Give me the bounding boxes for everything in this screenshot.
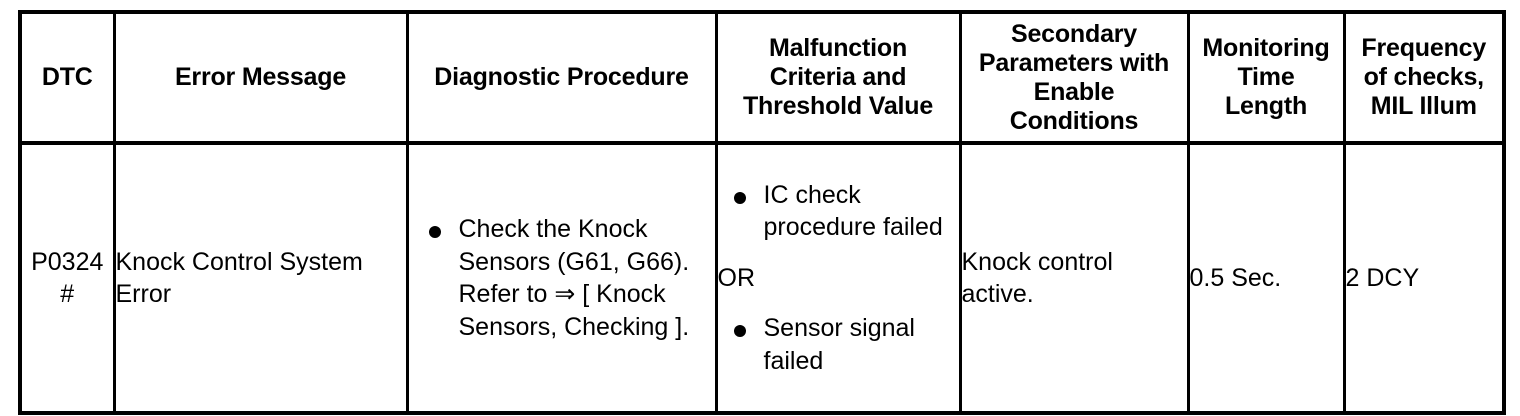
column-header-frequency-of-checks-line-1: Frequency — [1361, 34, 1487, 62]
dtc-diagnostic-table: DTC Error Message Diagnostic Procedure M… — [18, 10, 1506, 415]
column-header-monitoring-time-length: Monitoring Time Length — [1186, 12, 1346, 145]
cell-dtc: P0324 # — [18, 143, 116, 413]
column-header-malfunction-criteria-line-1: Malfunction — [768, 34, 908, 62]
column-header-error-message-label: Error Message — [174, 63, 347, 91]
column-header-malfunction-criteria: Malfunction Criteria and Threshold Value — [714, 12, 962, 145]
column-header-secondary-parameters-line-2: Parameters with — [978, 48, 1170, 77]
column-header-secondary-parameters: Secondary Parameters with Enable Conditi… — [958, 12, 1190, 145]
diagnostic-procedure-block: Check the Knock Sensors (G61, G66). Refe… — [409, 213, 715, 343]
cell-malfunction-criteria: IC check procedure failed OR Sensor sign… — [714, 143, 962, 413]
column-header-diagnostic-procedure-label: Diagnostic Procedure — [434, 63, 689, 91]
malfunction-criteria-list-first: IC check procedure failed — [718, 179, 959, 244]
diagnostic-procedure-list: Check the Knock Sensors (G61, G66). Refe… — [411, 213, 715, 343]
column-header-frequency-of-checks-line-3: MIL Illum — [1370, 92, 1477, 120]
malfunction-criteria-block: IC check procedure failed OR Sensor sign… — [718, 179, 959, 378]
column-header-frequency-of-checks-line-2: of checks, — [1363, 63, 1484, 91]
column-header-malfunction-criteria-line-2: Criteria and — [769, 63, 907, 91]
bullet-icon — [428, 226, 441, 238]
monitoring-time-length-value: 0.5 Sec. — [1189, 263, 1282, 292]
column-header-frequency-of-checks: Frequency of checks, MIL Illum — [1342, 12, 1506, 145]
cell-error-message: Knock Control System Error — [112, 143, 409, 413]
bullet-icon — [733, 191, 746, 204]
cell-secondary-parameters: Knock control active. — [958, 143, 1190, 413]
malfunction-criteria-text-1: IC check procedure failed — [763, 180, 943, 242]
column-header-monitoring-time-length-line-3: Length — [1224, 92, 1308, 120]
column-header-monitoring-time-length-line-2: Time — [1237, 63, 1295, 91]
dtc-code: P0324 — [31, 247, 104, 276]
malfunction-criteria-text-2: Sensor signal failed — [763, 314, 915, 375]
dtc-suffix-marker: # — [60, 280, 75, 308]
secondary-parameters-text: Knock control active. — [961, 247, 1113, 309]
list-item: Sensor signal failed — [718, 312, 959, 377]
column-header-monitoring-time-length-line-1: Monitoring — [1202, 34, 1330, 62]
cell-diagnostic-procedure: Check the Knock Sensors (G61, G66). Refe… — [405, 143, 718, 413]
bullet-icon — [733, 325, 746, 338]
column-header-error-message: Error Message — [112, 12, 409, 145]
list-item: IC check procedure failed — [718, 179, 959, 244]
column-header-secondary-parameters-line-3: Enable — [1033, 77, 1115, 106]
column-header-secondary-parameters-line-1: Secondary — [1010, 19, 1138, 48]
column-header-diagnostic-procedure: Diagnostic Procedure — [405, 12, 718, 145]
diagnostic-procedure-text: Check the Knock Sensors (G61, G66). Refe… — [458, 215, 690, 341]
malfunction-criteria-list-second: Sensor signal failed — [718, 312, 959, 377]
malfunction-criteria-operator: OR — [717, 263, 756, 292]
cell-monitoring-time-length: 0.5 Sec. — [1186, 143, 1346, 413]
column-header-malfunction-criteria-line-3: Threshold Value — [742, 92, 934, 120]
list-item: Check the Knock Sensors (G61, G66). Refe… — [411, 213, 715, 343]
table-header-row: DTC Error Message Diagnostic Procedure M… — [18, 12, 1506, 145]
cell-frequency-of-checks: 2 DCY — [1342, 143, 1506, 413]
column-header-dtc-label: DTC — [41, 63, 93, 91]
error-message-text: Knock Control System Error — [115, 247, 363, 309]
frequency-of-checks-value: 2 DCY — [1345, 263, 1420, 292]
column-header-secondary-parameters-line-4: Conditions — [1009, 106, 1139, 135]
column-header-dtc: DTC — [18, 12, 116, 145]
table-row: P0324 # Knock Control System Error Check… — [18, 143, 1506, 413]
